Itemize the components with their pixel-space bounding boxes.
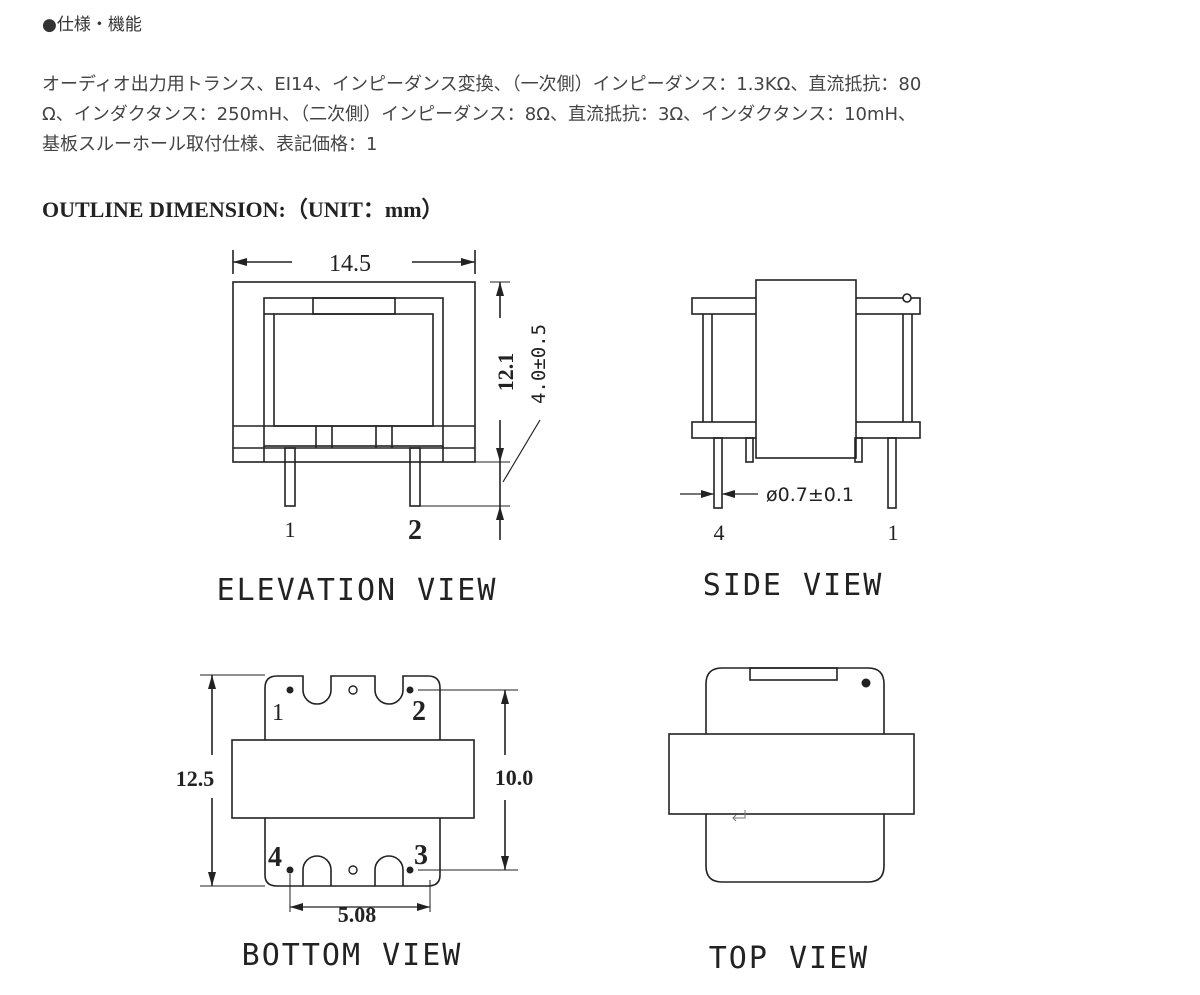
drawing-title: OUTLINE DIMENSION:（UNIT：mm） — [42, 197, 444, 222]
elevation-pin-2: 2 — [408, 515, 422, 546]
side-pin-1: 1 — [888, 520, 899, 545]
bottom-view-label: BOTTOM VIEW — [242, 938, 463, 973]
spec-description: オーディオ出力用トランス、EI14、インピーダンス変換、（一次側）インピーダンス… — [42, 70, 1162, 160]
elevation-width-dim: 14.5 — [329, 251, 371, 277]
bottom-view: 12.5 1 2 4 3 10.0 5.08 BO — [176, 674, 534, 973]
spec-heading: ●仕様・機能 — [42, 15, 142, 35]
description-line: 基板スルーホール取付仕様、表記価格：1 — [42, 134, 378, 155]
bottom-pin-4: 4 — [268, 842, 282, 873]
side-pin-4: 4 — [714, 520, 725, 545]
bottom-pin-2: 2 — [412, 696, 426, 727]
description-line: オーディオ出力用トランス、EI14、インピーダンス変換、（一次側）インピーダンス… — [42, 74, 922, 95]
bottom-height-dim: 12.5 — [176, 766, 215, 791]
side-view-label: SIDE VIEW — [703, 568, 884, 603]
bottom-pin-1: 1 — [272, 700, 284, 726]
description-line: Ω、インダクタンス：250mH、（二次側）インピーダンス：8Ω、直流抵抗：3Ω、… — [42, 104, 917, 125]
elevation-pin-dim: 4.0±0.5 — [528, 324, 550, 404]
outline-drawing: OUTLINE DIMENSION:（UNIT：mm） 14.5 — [42, 197, 921, 976]
elevation-view: 14.5 12.1 4.0±0.5 1 2 ELEVATION VIE — [217, 250, 550, 608]
elevation-view-label: ELEVATION VIEW — [217, 573, 498, 608]
side-pin-diameter: ø0.7±0.1 — [766, 484, 854, 506]
bottom-spacing-dim: 5.08 — [338, 902, 377, 927]
bottom-pin-3: 3 — [414, 840, 428, 871]
elevation-pin-1: 1 — [285, 517, 296, 542]
top-view: TOP VIEW — [668, 667, 915, 976]
bottom-pitch-dim: 10.0 — [495, 765, 534, 790]
elevation-height-dim: 12.1 — [493, 353, 518, 392]
side-view: ø0.7±0.1 4 1 SIDE VIEW — [680, 279, 921, 603]
top-view-label: TOP VIEW — [709, 941, 870, 976]
